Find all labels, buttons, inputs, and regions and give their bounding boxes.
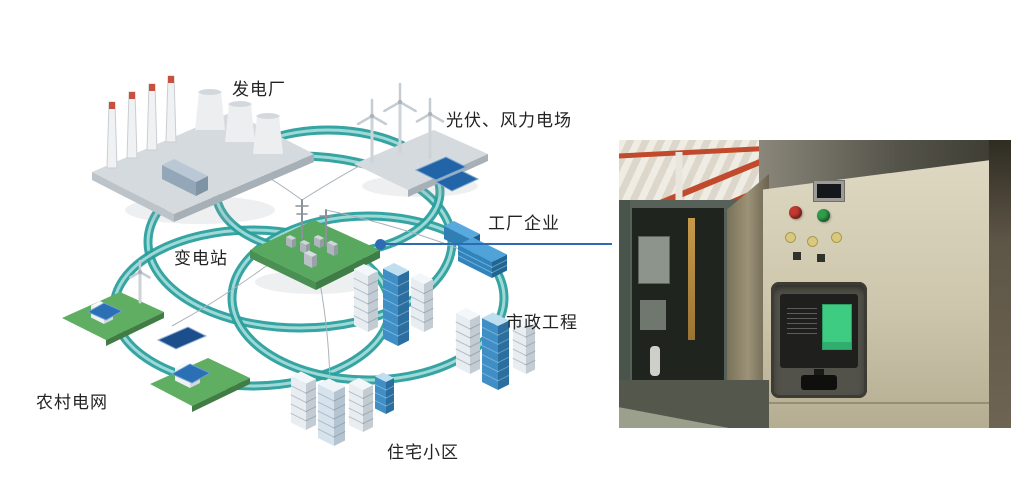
breaker-handle: [801, 375, 837, 390]
cabinet-door-frame: [619, 200, 630, 428]
indicator-lamp-green: [817, 209, 830, 222]
label-plate-2: [817, 254, 825, 262]
indicator-lamp-red: [789, 206, 802, 219]
cabinet-right-edge: [989, 140, 1011, 428]
terminal-block: [640, 300, 666, 330]
indicator-lamp-amber-1: [785, 232, 796, 243]
label-factory: 工厂企业: [488, 214, 560, 233]
label-power-plant: 发电厂: [232, 80, 286, 99]
breaker-unit: [780, 294, 858, 368]
label-plate-1: [793, 252, 801, 260]
label-pv-wind-farm: 光伏、风力电场: [446, 111, 572, 130]
substation-connector-line: [384, 243, 612, 245]
relay-unit: [638, 236, 670, 284]
panel-meter-display: [813, 180, 845, 202]
indicator-lamp-amber-3: [831, 232, 842, 243]
indicator-lamp-amber-2: [807, 236, 818, 247]
substation-connector-dot: [375, 239, 386, 250]
breaker-label-text: [787, 304, 817, 338]
switchgear-cabinet-photo: [619, 140, 1011, 428]
label-substation: 变电站: [174, 249, 228, 268]
breaker-recess: [771, 282, 867, 398]
label-municipal: 市政工程: [506, 313, 578, 332]
label-rural-grid: 农村电网: [36, 393, 108, 412]
breaker-green-screen: [822, 304, 852, 350]
meter-screen: [817, 184, 841, 198]
panel-seam: [763, 402, 991, 404]
copper-busbar: [688, 218, 695, 340]
grid-diagram-canvas: [62, 75, 536, 446]
cabinet-interior: [632, 208, 724, 396]
insulator: [650, 346, 660, 376]
breaker-handle-stem: [814, 369, 824, 376]
label-residential: 住宅小区: [387, 443, 459, 462]
